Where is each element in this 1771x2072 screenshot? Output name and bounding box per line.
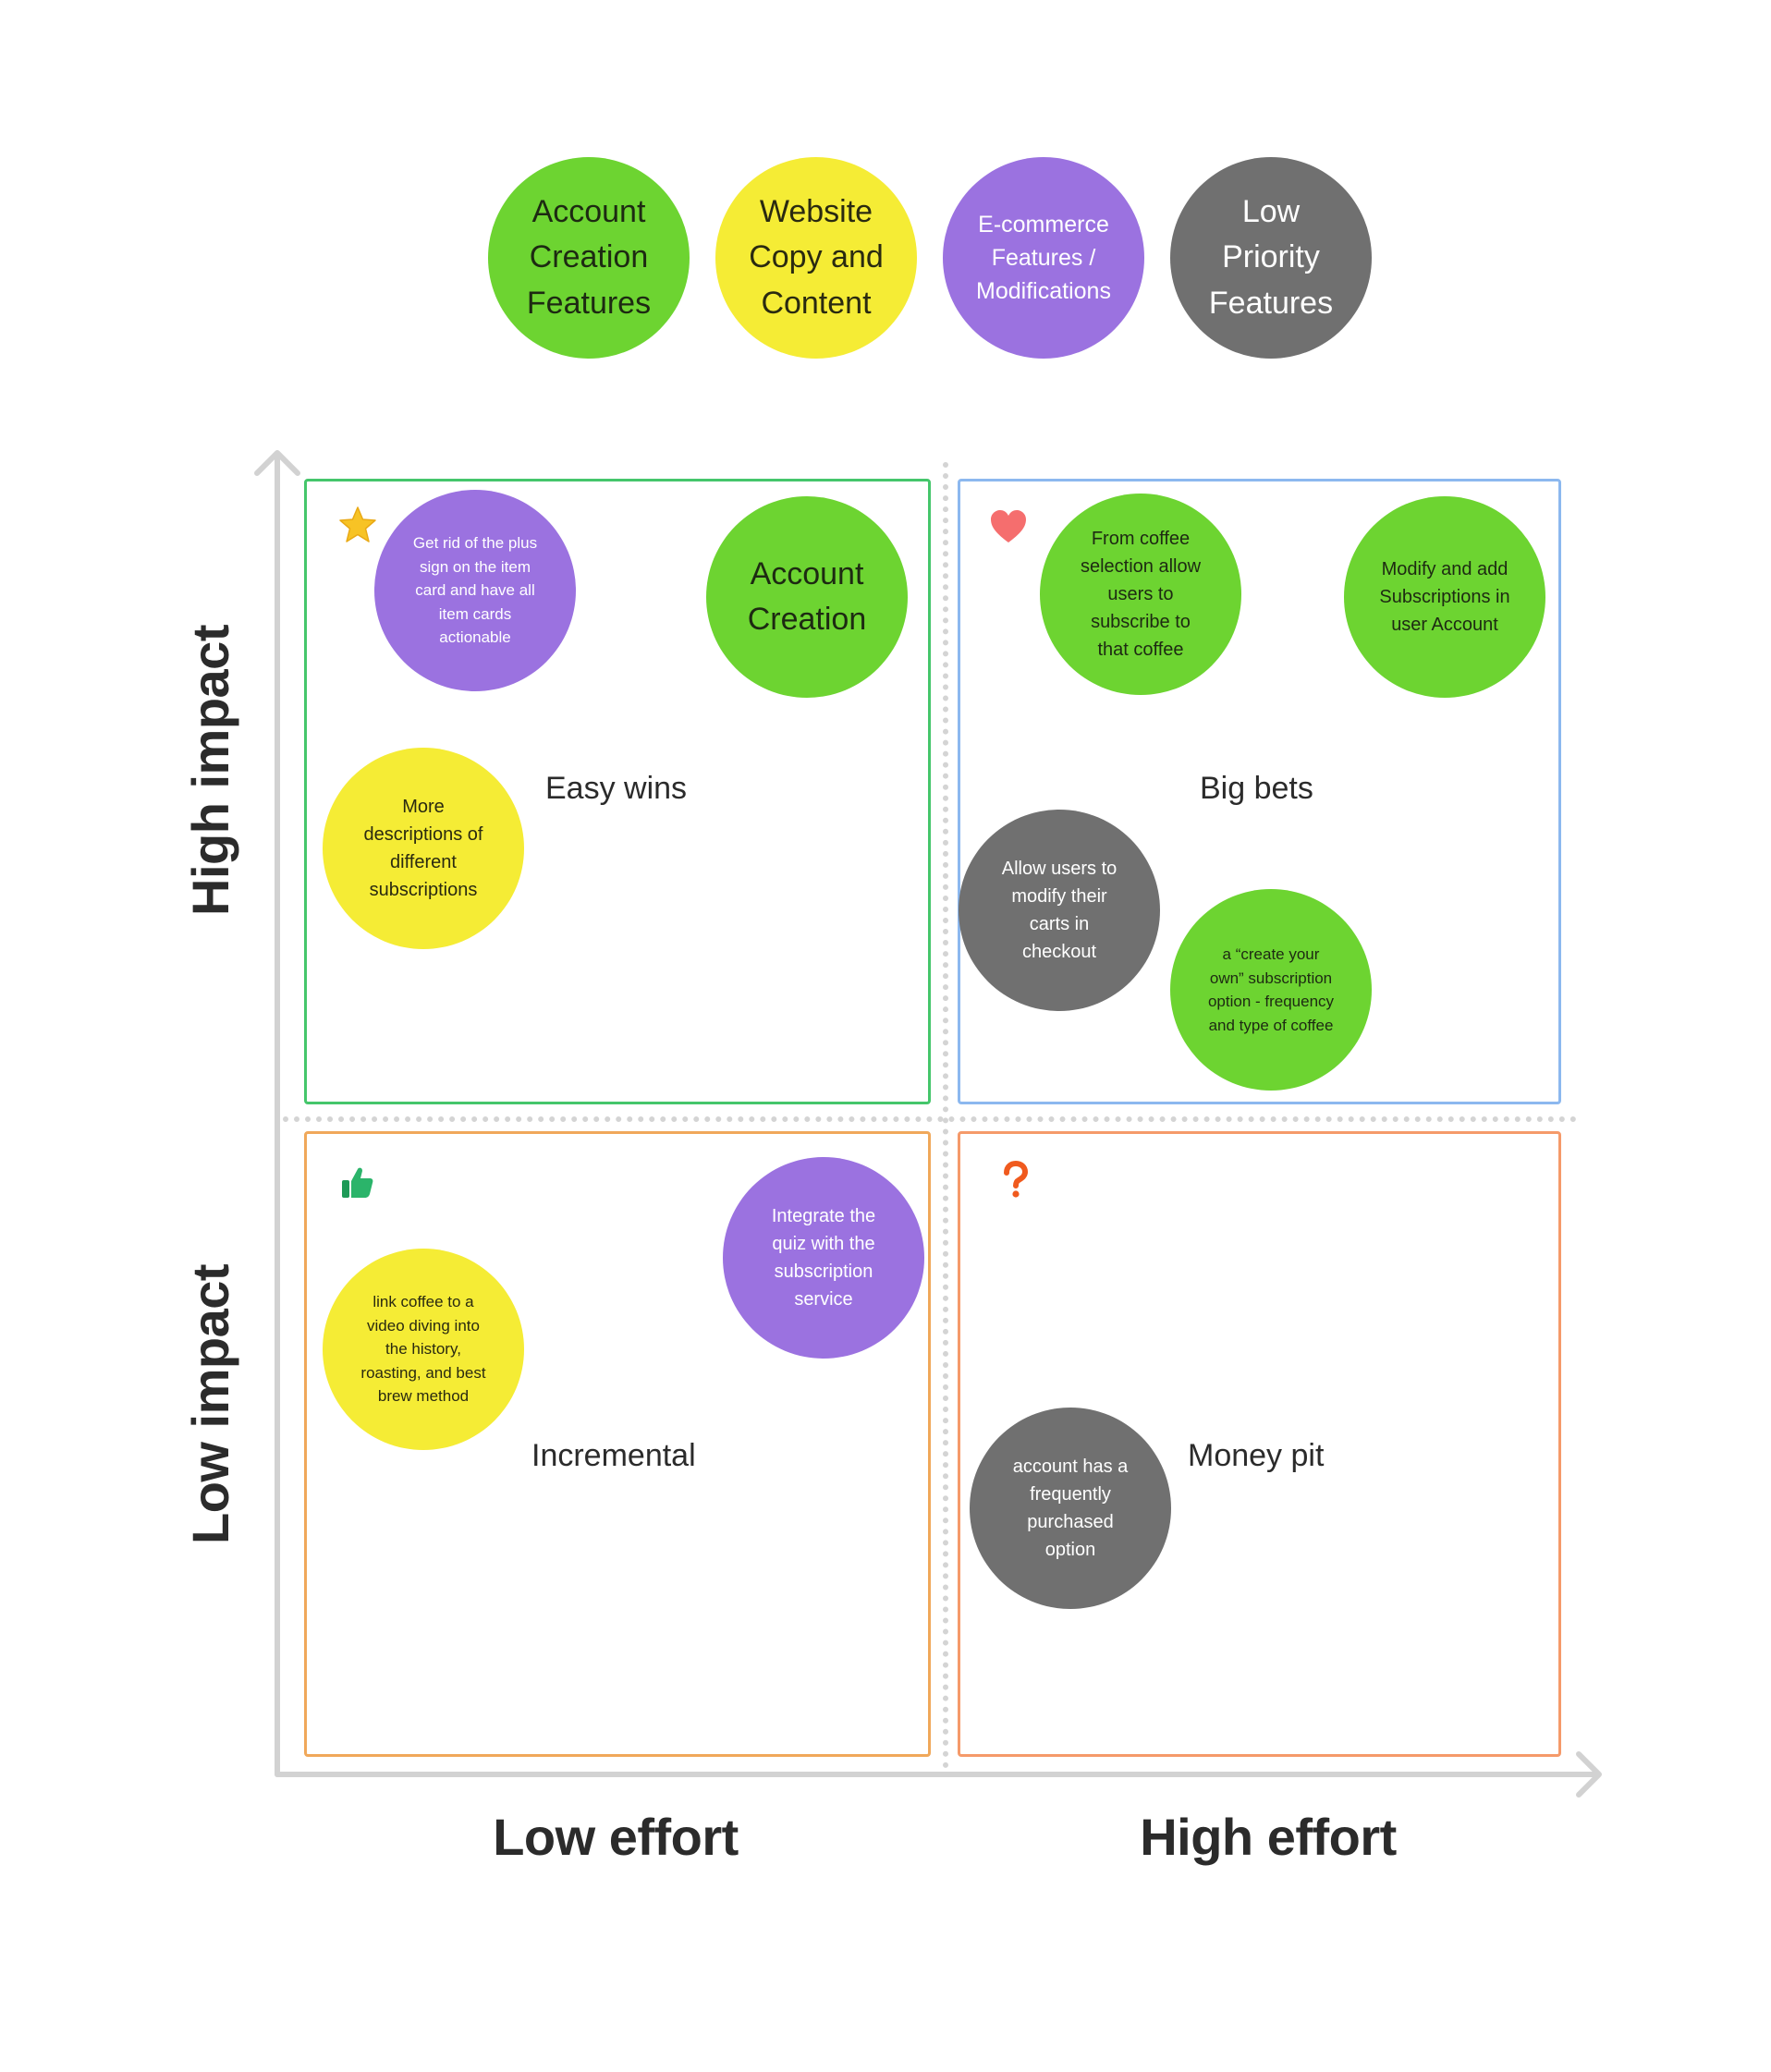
x-axis-label-low-effort: Low effort: [493, 1808, 739, 1866]
quadrant-label-incremental: Incremental: [531, 1438, 696, 1473]
heart-icon: [991, 510, 1026, 542]
note-modify-subscriptions: Modify and add Subscriptions in user Acc…: [1344, 496, 1545, 698]
thumbs-up-icon: [342, 1167, 373, 1198]
legend-ecommerce: E-commerce Features / Modifications: [943, 157, 1144, 359]
horizontal-divider: [283, 1116, 1577, 1122]
quadrant-incremental: [304, 1131, 931, 1757]
quadrant-label-money-pit: Money pit: [1188, 1438, 1325, 1473]
note-account-creation: Account Creation: [706, 496, 908, 698]
note-frequently-purchased: account has a frequently purchased optio…: [970, 1408, 1171, 1609]
note-remove-plus-sign: Get rid of the plus sign on the item car…: [374, 490, 576, 691]
note-integrate-quiz: Integrate the quiz with the subscription…: [723, 1157, 924, 1359]
legend-account-creation: Account Creation Features: [488, 157, 690, 359]
vertical-divider: [943, 462, 948, 1769]
note-more-descriptions: More descriptions of different subscript…: [323, 748, 524, 949]
quadrant-label-big-bets: Big bets: [1200, 771, 1313, 806]
quadrant-label-easy-wins: Easy wins: [545, 771, 688, 806]
star-icon: [339, 506, 376, 542]
x-axis-label-high-effort: High effort: [1140, 1808, 1397, 1866]
quadrant-easy-wins: [304, 479, 931, 1104]
quadrant-big-bets: [958, 479, 1561, 1104]
note-create-your-own: a “create your own” subscription option …: [1170, 889, 1372, 1091]
question-mark-icon: [1004, 1160, 1029, 1198]
x-axis-arrow: [275, 1751, 1602, 1798]
quadrant-money-pit: [958, 1131, 1561, 1757]
note-modify-carts: Allow users to modify their carts in che…: [959, 810, 1160, 1011]
note-link-video: link coffee to a video diving into the h…: [323, 1249, 524, 1450]
y-axis-label-high-impact: High impact: [181, 625, 239, 916]
y-axis-arrow: [254, 450, 300, 1777]
y-axis-label-low-impact: Low impact: [181, 1263, 239, 1544]
legend-website-copy: Website Copy and Content: [715, 157, 917, 359]
note-subscribe-from-selection: From coffee selection allow users to sub…: [1040, 494, 1241, 695]
legend-low-priority: Low Priority Features: [1170, 157, 1372, 359]
